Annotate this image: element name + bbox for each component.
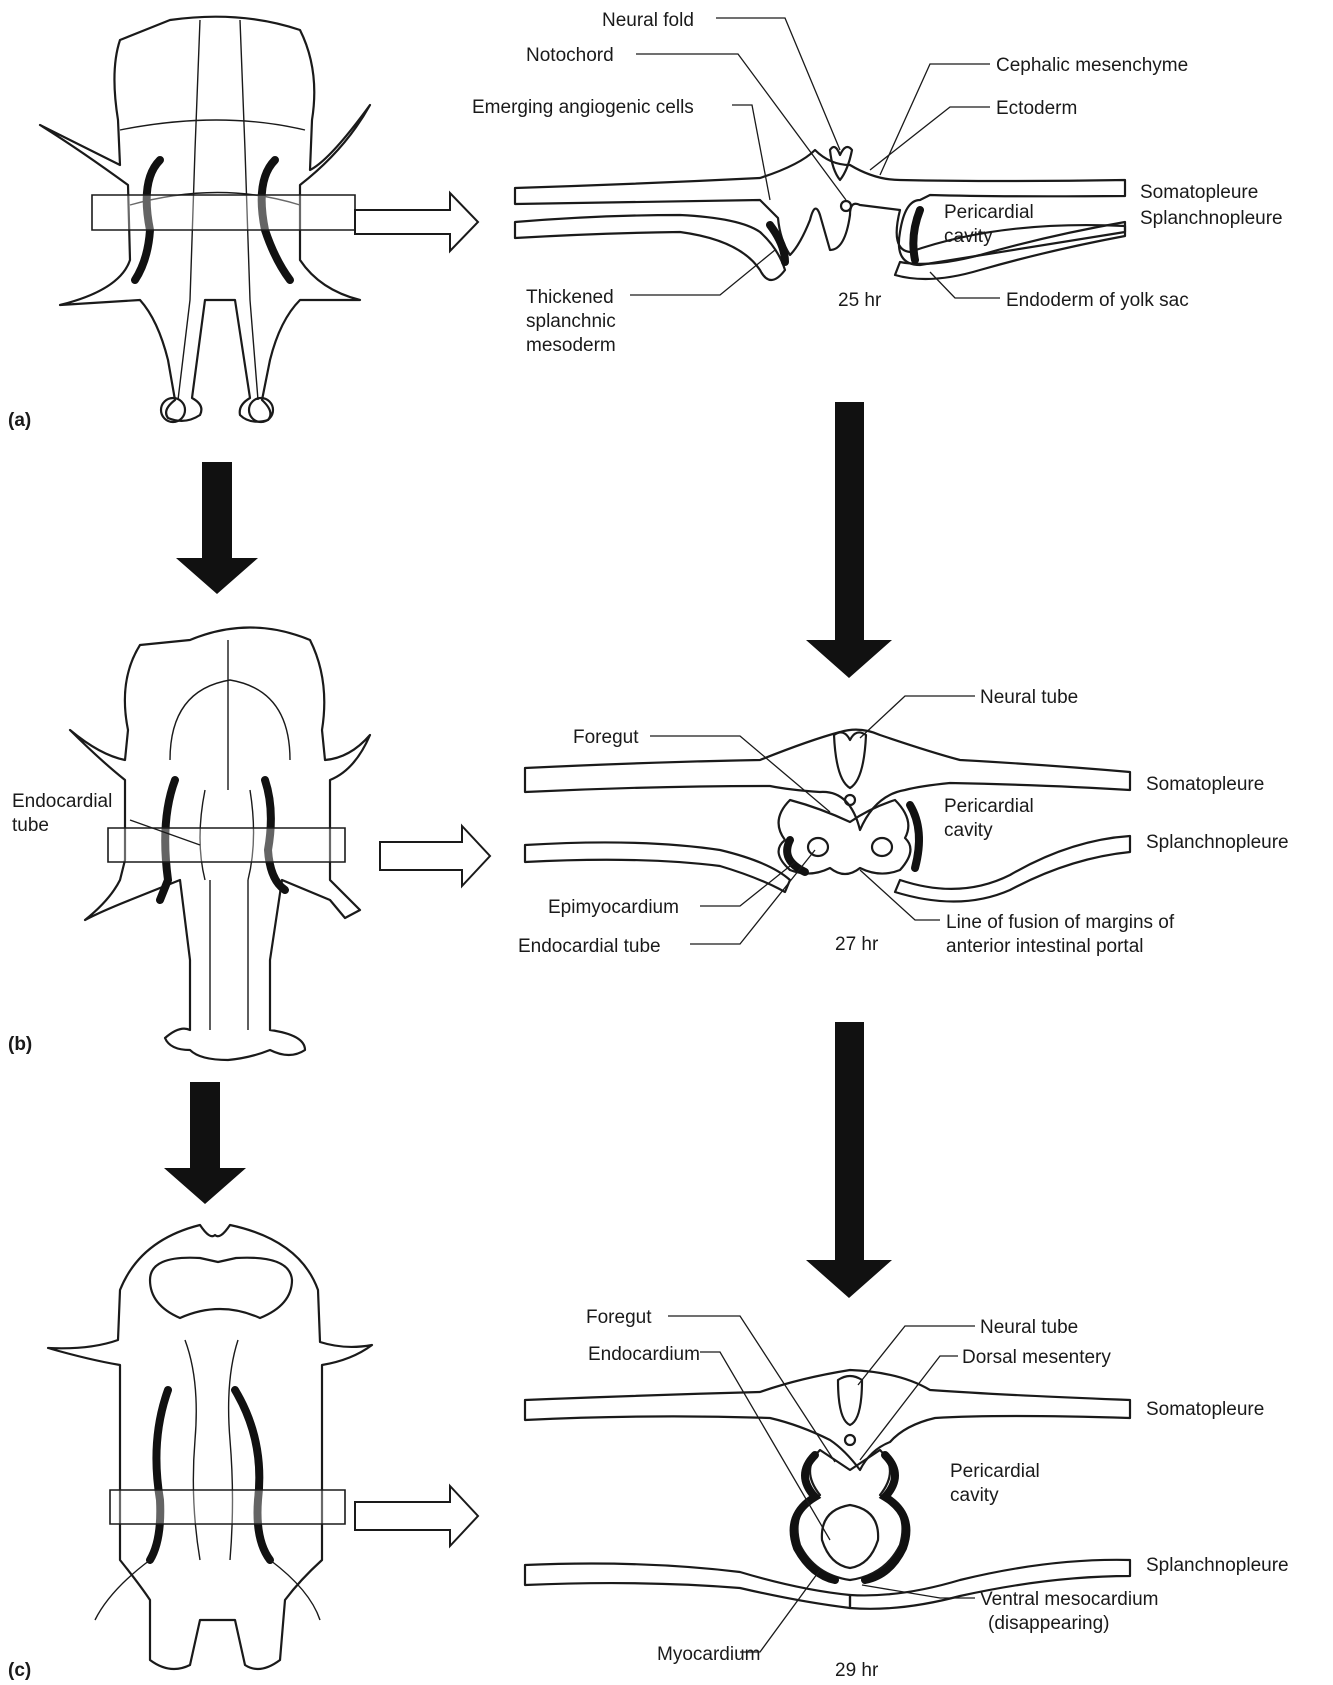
label-splanchnopleure-c: Splanchnopleure — [1146, 1555, 1289, 1576]
label-pericardial-c-1: Pericardial — [950, 1461, 1040, 1482]
leader-foregut-b — [650, 736, 830, 812]
arrow-down-section-a-b — [806, 402, 892, 678]
label-endocardial-tube-b: Endocardial tube — [518, 936, 661, 957]
label-pericardial-b-2: cavity — [944, 820, 993, 841]
leader-thickened-a — [630, 250, 775, 295]
section-c-lumen — [822, 1505, 878, 1568]
section-b-endocardial-right — [872, 838, 892, 856]
panel-b-embryo — [70, 628, 370, 1061]
section-b-neural-tube — [834, 732, 866, 788]
label-ventral-c-1: Ventral mesocardium — [980, 1589, 1158, 1610]
leader-endoderm-a — [930, 272, 1000, 298]
label-somatopleure-b: Somatopleure — [1146, 774, 1264, 795]
section-plane-b — [108, 828, 345, 862]
label-ectoderm-a: Ectoderm — [996, 98, 1077, 119]
label-time-a: 25 hr — [838, 290, 882, 311]
label-pericardial-a-1: Pericardial — [944, 202, 1034, 223]
section-c-myocardium-left — [794, 1455, 835, 1580]
embryo-c-vessels — [95, 1340, 320, 1620]
label-endocardium-c: Endocardium — [588, 1344, 700, 1365]
embryo-c-head-fold — [150, 1258, 292, 1318]
label-dorsal-mesentery-c: Dorsal mesentery — [962, 1347, 1111, 1368]
label-fusion-b-1: Line of fusion of margins of — [946, 912, 1175, 933]
panel-b-label: (b) — [8, 1034, 32, 1055]
leader-angiogenic-a — [732, 105, 770, 200]
section-b-foregut-heart — [779, 800, 911, 874]
panel-c-embryo — [48, 1225, 372, 1669]
label-endocardial-b-2: tube — [12, 815, 49, 836]
label-splanchnopleure-a: Splanchnopleure — [1140, 208, 1283, 229]
label-angiogenic-a: Emerging angiogenic cells — [472, 97, 694, 118]
label-endocardial-b-1: Endocardial — [12, 791, 112, 812]
label-somatopleure-a: Somatopleure — [1140, 182, 1258, 203]
section-b-splanchnopleure-right — [895, 836, 1130, 902]
embryo-c-heart-left — [150, 1390, 168, 1560]
label-myocardium-c: Myocardium — [657, 1644, 760, 1665]
arrow-to-section-b — [380, 826, 490, 886]
section-c — [525, 1370, 1130, 1609]
leader-neural-fold-a — [716, 18, 840, 150]
panel-a-embryo — [40, 17, 370, 422]
section-a-thickened-mesoderm-right — [913, 210, 920, 260]
label-neural-tube-b: Neural tube — [980, 687, 1078, 708]
section-plane-a — [92, 195, 355, 230]
section-c-myocardium-right — [865, 1455, 906, 1580]
arrow-to-section-c — [355, 1486, 478, 1546]
leader-neural-tube-b — [860, 696, 975, 738]
embryo-c-heart-right — [235, 1390, 270, 1560]
label-somatopleure-c: Somatopleure — [1146, 1399, 1264, 1420]
label-pericardial-b-1: Pericardial — [944, 796, 1034, 817]
section-b-notochord — [845, 795, 855, 805]
section-c-neural-tube — [838, 1376, 862, 1425]
section-b-endocardial-left — [808, 838, 828, 856]
label-notochord-a: Notochord — [526, 45, 614, 66]
label-pericardial-c-2: cavity — [950, 1485, 999, 1506]
label-splanchnopleure-b: Splanchnopleure — [1146, 832, 1289, 853]
label-fusion-b-2: anterior intestinal portal — [946, 936, 1144, 957]
leader-foregut-c — [668, 1316, 835, 1462]
arrow-to-section-a — [355, 193, 478, 251]
label-time-b: 27 hr — [835, 934, 879, 955]
section-b-epimyocardium-left — [787, 840, 805, 872]
section-a-splanchnopleure-left — [515, 215, 785, 280]
leader-epimyocardium-b — [700, 862, 795, 906]
leader-ectoderm-a — [870, 107, 990, 170]
label-pericardial-a-2: cavity — [944, 226, 993, 247]
arrow-down-embryo-a-b — [176, 462, 258, 594]
section-b-epimyocardium-right — [910, 805, 919, 868]
label-thickened-a-2: splanchnic — [526, 311, 616, 332]
label-epimyocardium-b: Epimyocardium — [548, 897, 679, 918]
section-c-splanchnopleure-left — [525, 1564, 850, 1608]
label-cephalic-a: Cephalic mesenchyme — [996, 55, 1188, 76]
label-ventral-c-2: (disappearing) — [988, 1613, 1109, 1634]
section-plane-c — [110, 1490, 345, 1524]
panel-c-label: (c) — [8, 1660, 31, 1681]
label-foregut-b: Foregut — [573, 727, 639, 748]
section-a-notochord — [841, 201, 851, 211]
label-endoderm-a: Endoderm of yolk sac — [1006, 290, 1189, 311]
section-c-heart — [798, 1450, 903, 1580]
label-foregut-c: Foregut — [586, 1307, 652, 1328]
section-b-splanchnopleure-left — [525, 842, 790, 892]
section-c-notochord — [845, 1435, 855, 1445]
embryo-c-outline — [48, 1225, 372, 1669]
embryo-b-trunk — [210, 880, 248, 1030]
label-neural-tube-c: Neural tube — [980, 1317, 1078, 1338]
label-thickened-a-1: Thickened — [526, 287, 614, 308]
arrow-down-section-b-c — [806, 1022, 892, 1298]
label-time-c: 29 hr — [835, 1660, 879, 1681]
leader-fusion-b — [860, 870, 940, 920]
embryo-b-head — [170, 640, 290, 790]
label-thickened-a-3: mesoderm — [526, 335, 616, 356]
section-b — [525, 730, 1130, 902]
leader-endocardium-c — [700, 1352, 830, 1540]
panel-a-label: (a) — [8, 410, 31, 431]
label-neural-fold-a: Neural fold — [602, 10, 694, 31]
arrow-down-embryo-b-c — [164, 1082, 246, 1204]
